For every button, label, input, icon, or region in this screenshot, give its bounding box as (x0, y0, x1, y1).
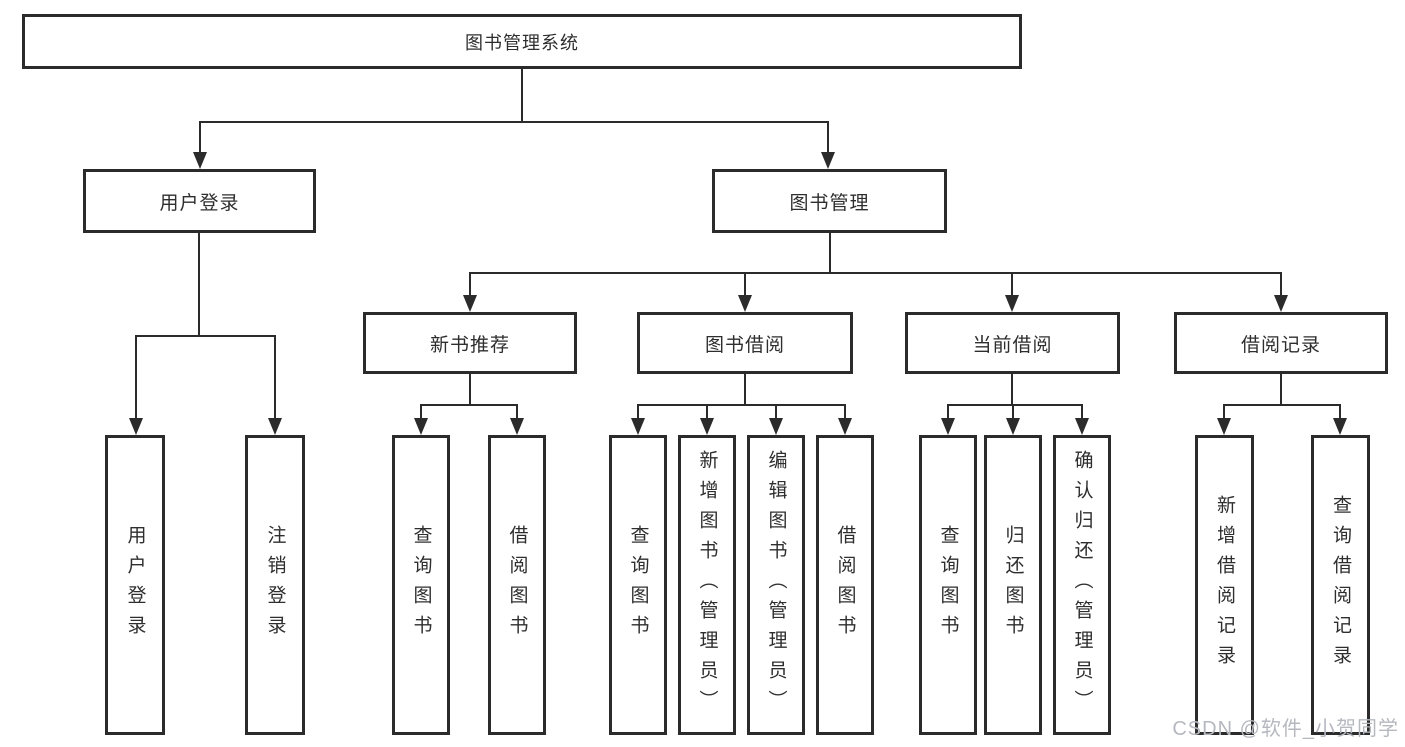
leaf-query-book-1-label: 查询图书 (410, 525, 432, 645)
leaf-query-borrow-record-label: 查询借阅记录 (1330, 495, 1351, 675)
arrow-down-icon (700, 418, 714, 435)
leaf-borrow-book-2: 借阅图书 (816, 435, 874, 735)
connector-line (469, 374, 471, 405)
connector-line (199, 121, 829, 123)
connector-line (947, 404, 949, 421)
arrow-down-icon (268, 418, 282, 435)
leaf-confirm-return-admin-label: 确认归还（管理员） (1071, 450, 1093, 720)
leaf-return-book-label: 归还图书 (1002, 525, 1024, 645)
connector-line (1280, 374, 1282, 405)
leaf-query-book-3: 查询图书 (919, 435, 977, 735)
arrow-down-icon (941, 418, 955, 435)
arrow-down-icon (1333, 418, 1347, 435)
leaf-confirm-return-admin: 确认归还（管理员） (1053, 435, 1111, 735)
connector-line (637, 404, 846, 406)
leaf-query-book-1: 查询图书 (392, 435, 450, 735)
leaf-add-borrow-record: 新增借阅记录 (1195, 435, 1254, 735)
connector-line (1223, 404, 1341, 406)
leaf-user-login: 用户登录 (105, 435, 165, 735)
leaf-return-book: 归还图书 (984, 435, 1042, 735)
leaf-query-book-2: 查询图书 (609, 435, 667, 735)
leaf-query-book-2-label: 查询图书 (627, 525, 649, 645)
connector-line (1339, 404, 1341, 421)
leaf-borrow-book-1: 借阅图书 (488, 435, 546, 735)
watermark: CSDN @软件_小贺同学 (1172, 718, 1399, 740)
arrow-down-icon (510, 418, 524, 435)
arrow-down-icon (631, 418, 645, 435)
leaf-logout: 注销登录 (245, 435, 305, 735)
arrow-down-icon (838, 418, 852, 435)
leaf-user-login-label: 用户登录 (124, 525, 146, 645)
leaf-logout-label: 注销登录 (264, 525, 286, 645)
node-book-borrow: 图书借阅 (637, 312, 853, 374)
connector-line (637, 404, 639, 421)
node-user-login-label: 用户登录 (159, 192, 240, 214)
node-borrow-record: 借阅记录 (1174, 312, 1388, 374)
connector-line (744, 374, 746, 405)
node-new-book-recommend: 新书推荐 (363, 312, 577, 374)
connector-line (1223, 404, 1225, 421)
node-user-login: 用户登录 (83, 169, 316, 233)
arrow-down-icon (1075, 418, 1089, 435)
arrow-down-icon (738, 295, 752, 312)
connector-line (1012, 404, 1014, 421)
arrow-down-icon (1274, 295, 1288, 312)
node-root-label: 图书管理系统 (465, 32, 579, 53)
connector-line (469, 272, 471, 298)
node-book-management: 图书管理 (712, 169, 947, 233)
connector-line (947, 404, 1083, 406)
node-book-borrow-label: 图书借阅 (704, 334, 785, 356)
leaf-query-book-3-label: 查询图书 (937, 525, 959, 645)
arrow-down-icon (193, 152, 207, 169)
leaf-edit-book-admin-label: 编辑图书（管理员） (765, 450, 787, 720)
connector-line (420, 404, 422, 421)
connector-line (198, 233, 200, 335)
connector-line (775, 404, 777, 421)
arrow-down-icon (129, 418, 143, 435)
node-root: 图书管理系统 (22, 14, 1022, 69)
connector-line (516, 404, 518, 421)
connector-line (844, 404, 846, 421)
arrow-down-icon (1006, 418, 1020, 435)
connector-line (420, 404, 518, 406)
node-borrow-record-label: 借阅记录 (1240, 334, 1321, 356)
arrow-down-icon (821, 152, 835, 169)
arrow-down-icon (414, 418, 428, 435)
leaf-query-borrow-record: 查询借阅记录 (1311, 435, 1370, 735)
leaf-add-book-admin-label: 新增图书（管理员） (696, 450, 718, 720)
node-current-borrow: 当前借阅 (905, 312, 1120, 374)
leaf-borrow-book-1-label: 借阅图书 (506, 525, 528, 645)
leaf-edit-book-admin: 编辑图书（管理员） (747, 435, 805, 735)
connector-line (274, 335, 276, 421)
connector-line (135, 335, 276, 337)
connector-line (471, 272, 1282, 274)
connector-line (1011, 272, 1013, 298)
arrow-down-icon (1217, 418, 1231, 435)
node-new-book-recommend-label: 新书推荐 (429, 334, 510, 356)
arrow-down-icon (463, 295, 477, 312)
leaf-borrow-book-2-label: 借阅图书 (834, 525, 856, 645)
leaf-add-book-admin: 新增图书（管理员） (678, 435, 736, 735)
connector-line (199, 121, 201, 155)
connector-line (521, 69, 523, 122)
connector-line (1081, 404, 1083, 421)
connector-line (829, 233, 831, 273)
leaf-add-borrow-record-label: 新增借阅记录 (1214, 495, 1235, 675)
arrow-down-icon (1005, 295, 1019, 312)
node-current-borrow-label: 当前借阅 (972, 334, 1053, 356)
connector-line (1011, 374, 1013, 405)
connector-line (744, 272, 746, 298)
connector-line (1280, 272, 1282, 298)
connector-line (827, 121, 829, 155)
node-book-management-label: 图书管理 (789, 192, 870, 214)
arrow-down-icon (769, 418, 783, 435)
connector-line (135, 335, 137, 421)
connector-line (706, 404, 708, 421)
